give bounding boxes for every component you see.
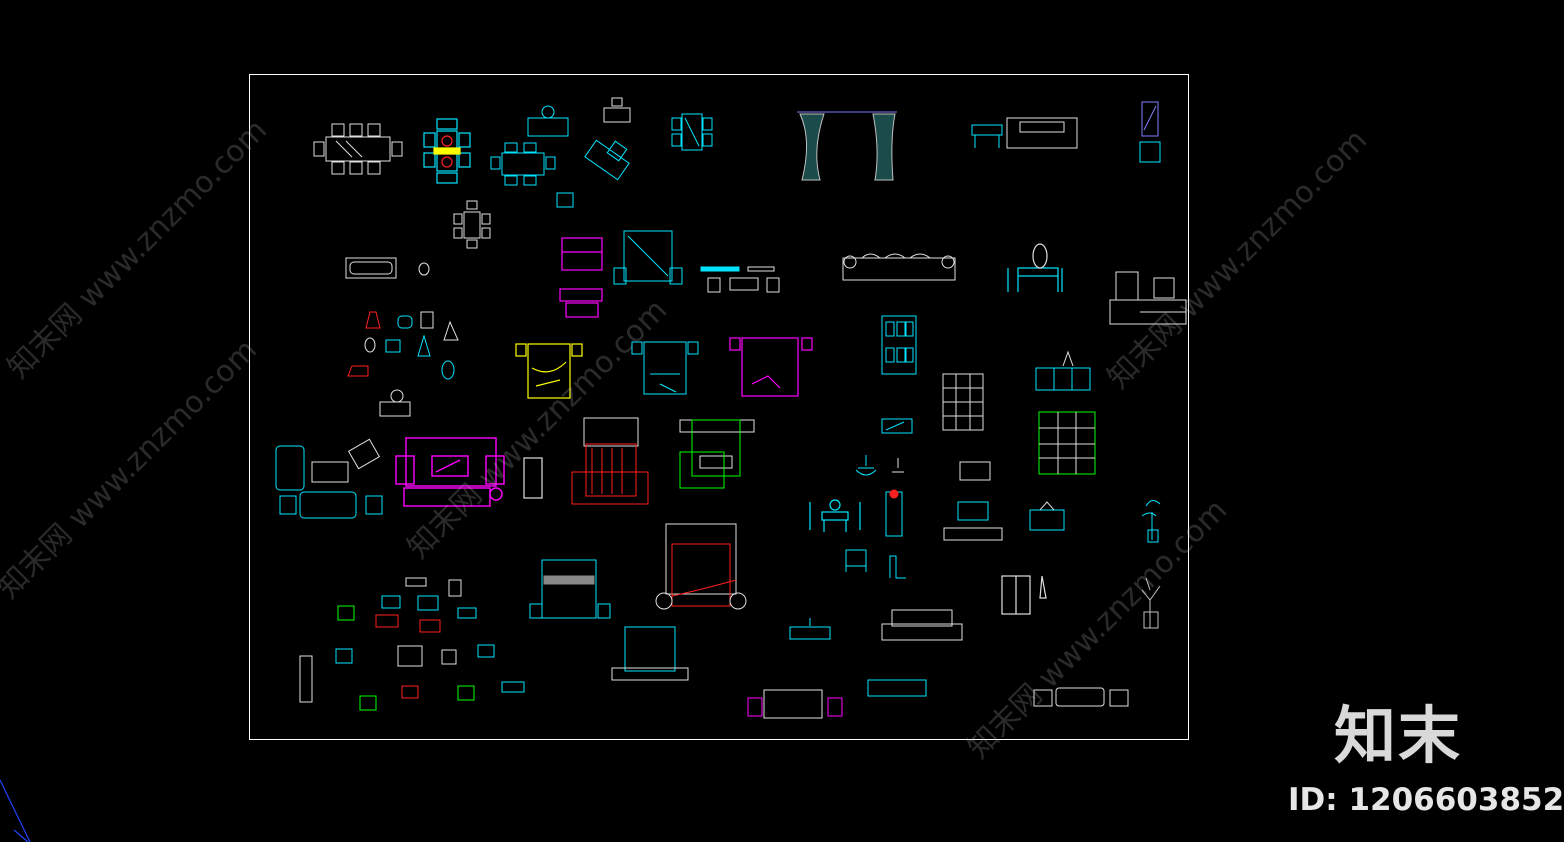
bathtub-icon xyxy=(345,257,430,279)
bed-icon xyxy=(631,341,699,395)
armchair-icon xyxy=(845,549,906,579)
sideboard-icon xyxy=(1029,501,1065,531)
bed-icon xyxy=(881,609,963,641)
dining-table-icon xyxy=(671,113,713,151)
sideboard-icon xyxy=(1035,350,1091,391)
bed-icon xyxy=(559,237,603,318)
bed-icon xyxy=(571,417,649,505)
svg-text:知末网 www.znzmo.com: 知末网 www.znzmo.com xyxy=(1101,123,1374,396)
drawing-frame xyxy=(249,74,1189,740)
tv-cabinet-icon xyxy=(943,501,1003,541)
toilet-icon xyxy=(347,311,459,417)
plant-icon xyxy=(1141,577,1161,629)
chandelier-icon xyxy=(855,455,904,476)
tv-cabinet-icon xyxy=(700,266,780,293)
cad-drawing-canvas: 知末网 www.znzmo.com 知末网 www.znzmo.com 知末网 … xyxy=(0,74,1374,842)
dining-chair-set-icon xyxy=(809,499,861,532)
mirror-icon xyxy=(881,418,913,434)
curtain-icon xyxy=(797,111,897,181)
dining-table-icon xyxy=(453,200,491,249)
round-table-icon xyxy=(423,118,471,184)
dining-chair-set-icon xyxy=(1007,243,1063,292)
bed-icon xyxy=(613,230,683,285)
sofa-icon xyxy=(275,438,383,519)
tv-cabinet-icon xyxy=(867,679,927,697)
refrigerator-icon xyxy=(885,489,903,537)
svg-text:知末网 www.znzmo.com: 知末网 www.znzmo.com xyxy=(0,333,264,606)
desk-icon xyxy=(584,139,630,181)
bed-icon xyxy=(971,117,1078,149)
desk-icon xyxy=(603,97,631,123)
bed-icon xyxy=(729,337,813,397)
svg-text:知末网 www.znzmo.com: 知末网 www.znzmo.com xyxy=(401,293,674,566)
dining-table-icon xyxy=(313,123,403,175)
sofa-icon xyxy=(395,437,543,507)
bed-icon xyxy=(655,523,747,610)
wardrobe-icon xyxy=(881,315,917,375)
sofa-icon xyxy=(842,253,956,281)
appliance-icon xyxy=(299,577,525,711)
dining-table-icon xyxy=(490,105,574,208)
mirror-cabinet-icon xyxy=(1139,101,1161,163)
brand-logo-text: 知末 xyxy=(1334,699,1463,772)
sofa-icon xyxy=(1033,687,1129,707)
bed-icon xyxy=(747,689,843,719)
tv-cabinet-icon xyxy=(789,618,831,640)
plant-icon xyxy=(1141,500,1161,543)
bookshelf-icon xyxy=(942,373,984,431)
bed-icon xyxy=(515,343,583,399)
tv-cabinet-icon xyxy=(1109,271,1187,325)
wardrobe-icon xyxy=(1001,575,1047,615)
bed-icon xyxy=(529,559,611,619)
bed-icon xyxy=(611,626,689,681)
bed-icon xyxy=(679,419,755,489)
image-id-label: ID: 1206603852 xyxy=(1288,782,1564,818)
tv-icon xyxy=(959,461,991,481)
ucs-axis-icon xyxy=(0,779,31,842)
display-cabinet-icon xyxy=(1038,411,1096,475)
